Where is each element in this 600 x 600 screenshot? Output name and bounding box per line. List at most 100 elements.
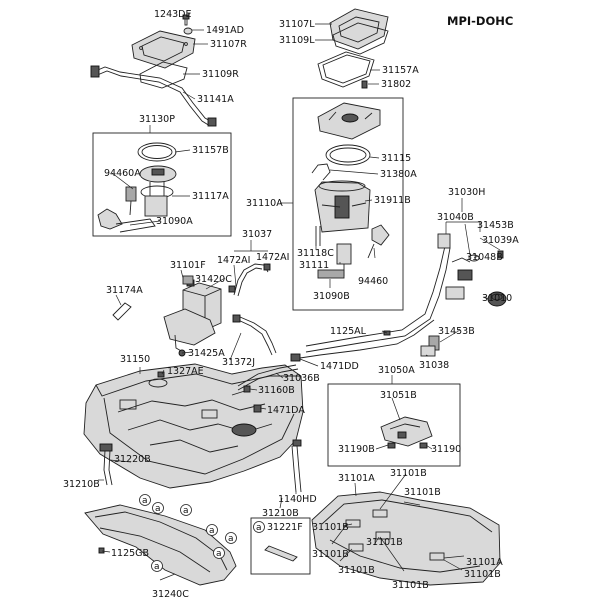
- label-1472ai-left: 1472AI: [217, 255, 250, 266]
- callout-markers: a a a a a a a a: [139, 494, 265, 572]
- part-31101f-filter: [182, 275, 194, 285]
- label-31150: 31150: [120, 354, 150, 365]
- part-31141a-hose: [90, 65, 217, 127]
- box-31050a: [327, 383, 461, 467]
- label-31038: 31038: [419, 360, 449, 371]
- label-31190b: 31190B: [338, 444, 375, 455]
- label-31425a: 31425A: [188, 348, 225, 359]
- part-31380a-pipe: [311, 163, 331, 181]
- label-31380a: 31380A: [380, 169, 417, 180]
- part-31130p-pump: [139, 165, 177, 217]
- part-31118c-spring: [315, 226, 321, 246]
- part-31109l-gasket: [332, 22, 389, 55]
- part-31240c-heat-shield: [84, 504, 237, 586]
- label-31372j: 31372J: [222, 357, 255, 368]
- label-31160b: 31160B: [258, 385, 295, 396]
- label-31109l: 31109L: [279, 35, 315, 46]
- part-31190-clip: [419, 442, 428, 449]
- label-31110a: 31110A: [246, 198, 283, 209]
- leader-lines: [98, 13, 501, 581]
- part-1471dd-clamp: [290, 353, 301, 362]
- label-31141a: 31141A: [197, 94, 234, 105]
- callout-a: a: [142, 496, 148, 506]
- label-31039a: 31039A: [482, 235, 519, 246]
- label-31157b: 31157B: [192, 145, 229, 156]
- part-31372j-pipe: [232, 314, 277, 356]
- label-31911b: 31911B: [374, 195, 411, 206]
- label-31174a: 31174A: [106, 285, 143, 296]
- label-31101b: 31101B: [312, 549, 349, 560]
- label-94460: 94460: [358, 276, 388, 287]
- label-31107l: 31107L: [279, 19, 315, 30]
- label-31040b: 31040B: [437, 212, 474, 223]
- part-94460-sender: [367, 224, 390, 259]
- part-31157b-ring: [137, 142, 177, 162]
- label-31190: 31190: [431, 444, 461, 455]
- label-31220b: 31220B: [114, 454, 151, 465]
- part-31048b-gasket: [468, 254, 480, 262]
- part-31911b-filter: [314, 180, 371, 233]
- label-31030h: 31030H: [448, 187, 485, 198]
- part-31111-strainer: [336, 243, 352, 276]
- box-31110a: [292, 97, 404, 311]
- part-31107r-cover: [131, 30, 196, 69]
- label-31802: 31802: [381, 79, 411, 90]
- label-31107r: 31107R: [210, 39, 247, 50]
- part-31101a-under-cover: [311, 491, 501, 586]
- label-1327ae: 1327AE: [167, 366, 204, 377]
- label-31117a: 31117A: [192, 191, 229, 202]
- label-1472ai-right: 1472AI: [256, 252, 289, 263]
- part-31220b-strap: [99, 443, 113, 486]
- label-31453b-top: 31453B: [477, 220, 514, 231]
- part-31174a-tube: [112, 302, 132, 321]
- diagram-title: MPI-DOHC: [447, 14, 513, 28]
- part-1471da-clamp: [253, 404, 262, 413]
- part-31453b-clip: [428, 286, 465, 351]
- part-31038-label: [420, 345, 436, 357]
- label-1471da: 1471DA: [267, 405, 305, 416]
- part-31802-clip: [361, 80, 368, 89]
- label-31037: 31037: [242, 229, 272, 240]
- part-31109r-gasket: [139, 61, 188, 89]
- label-31050a: 31050A: [378, 365, 415, 376]
- label-31010: 31010: [482, 293, 512, 304]
- part-1327ae-clip: [157, 371, 165, 378]
- label-1125al: 1125AL: [330, 326, 367, 337]
- part-31040b-hose: [451, 257, 473, 281]
- callout-a: a: [183, 506, 189, 516]
- label-31157a: 31157A: [382, 65, 419, 76]
- callout-a: a: [155, 504, 161, 514]
- label-31109r: 31109R: [202, 69, 239, 80]
- label-31090b: 31090B: [313, 291, 350, 302]
- label-31210b-right: 31210B: [262, 508, 299, 519]
- label-31036b: 31036B: [283, 373, 320, 384]
- box-31130p: [92, 132, 232, 237]
- label-1471dd: 1471DD: [320, 361, 359, 372]
- label-31221f: 31221F: [267, 522, 303, 533]
- part-31051b-canister: [380, 416, 433, 447]
- box-31221f: [250, 517, 311, 575]
- callout-a: a: [256, 523, 262, 533]
- label-31101b: 31101B: [392, 580, 429, 591]
- label-31090a: 31090A: [156, 216, 193, 227]
- part-labels: 1243DE 1491AD 31107R 31109R 31141A 31130…: [63, 9, 519, 600]
- label-31420c: 31420C: [195, 274, 232, 285]
- label-31101a-top: 31101A: [338, 473, 375, 484]
- label-31101a-bottom: 31101A: [466, 557, 503, 568]
- label-1125gb: 1125GB: [111, 548, 149, 559]
- label-31048b: 31048B: [466, 252, 503, 263]
- part-31039a-clip: [497, 250, 504, 259]
- part-31157a-ring: [317, 51, 375, 88]
- part-31036b-hose: [237, 364, 299, 391]
- label-31101b: 31101B: [366, 537, 403, 548]
- label-31118c: 31118C: [297, 248, 334, 259]
- part-31030h-filler-neck: [299, 233, 451, 359]
- label-31115: 31115: [381, 153, 411, 164]
- callout-a: a: [216, 549, 222, 559]
- part-31110a-pump-top: [317, 102, 381, 140]
- callout-a: a: [209, 526, 215, 536]
- part-31190b-clip: [387, 442, 396, 449]
- label-1140hd: 1140HD: [278, 494, 317, 505]
